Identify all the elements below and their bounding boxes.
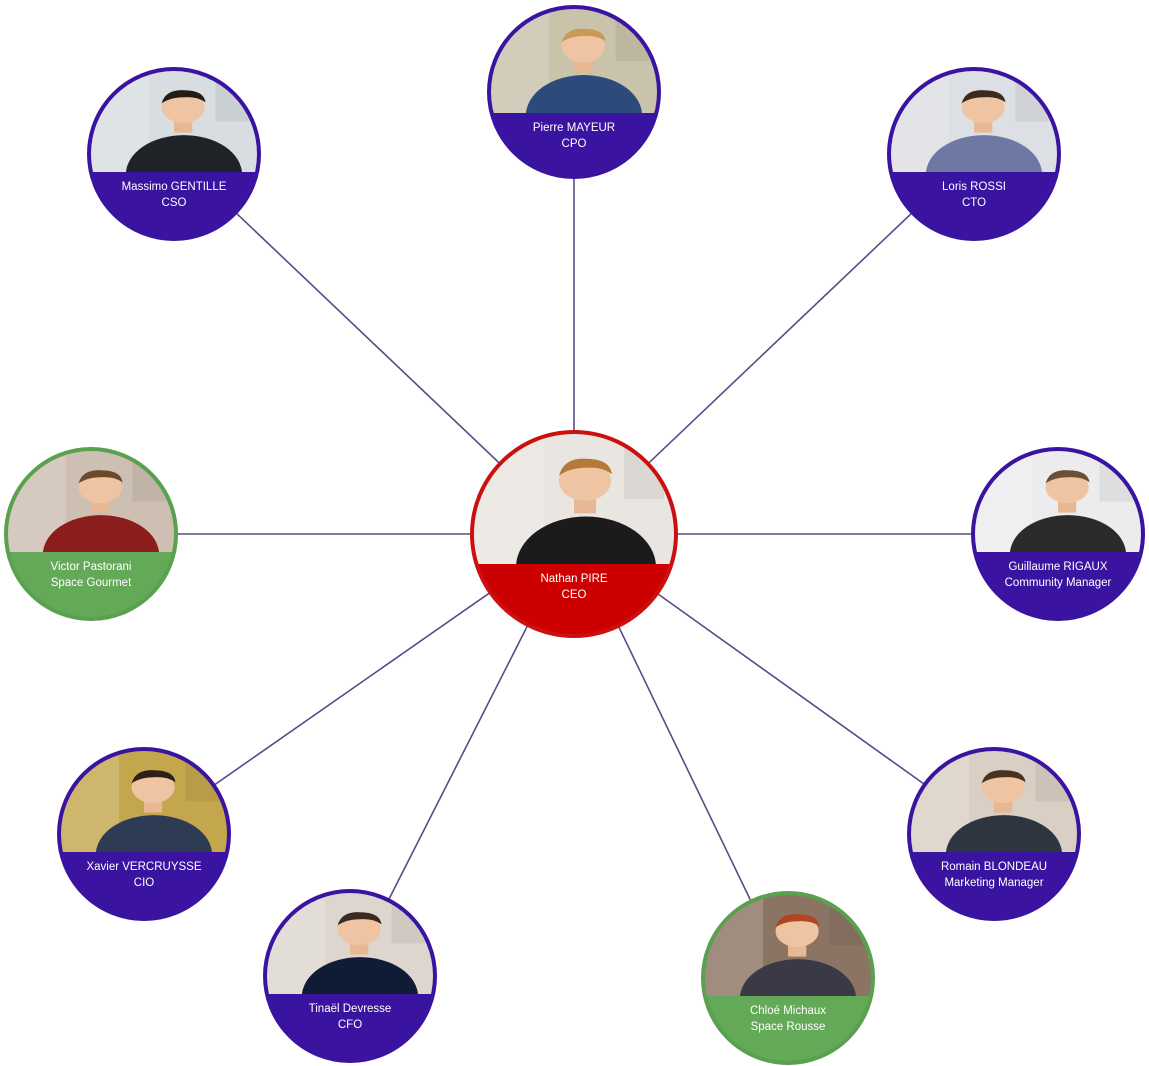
person-photo-icon xyxy=(267,893,433,994)
person-node-massimo-gentille[interactable]: Massimo GENTILLE CSO xyxy=(87,67,261,241)
person-role: CSO xyxy=(161,197,187,209)
person-caption: Nathan PIRE CEO xyxy=(474,564,674,634)
person-role: CEO xyxy=(561,589,587,601)
person-name: Xavier VERCRUYSSE xyxy=(86,861,202,873)
person-name: Nathan PIRE xyxy=(540,573,608,585)
person-caption: Massimo GENTILLE CSO xyxy=(91,172,257,237)
person-role: Community Manager xyxy=(1004,577,1112,589)
person-node-guillaume-rigaux[interactable]: Guillaume RIGAUX Community Manager xyxy=(971,447,1145,621)
person-name: Pierre MAYEUR xyxy=(532,122,616,134)
person-caption: Loris ROSSI CTO xyxy=(891,172,1057,237)
person-role: CFO xyxy=(337,1019,363,1031)
person-photo-icon xyxy=(91,71,257,172)
person-photo-icon xyxy=(61,751,227,852)
person-node-loris-rossi[interactable]: Loris ROSSI CTO xyxy=(887,67,1061,241)
person-photo-icon xyxy=(891,71,1057,172)
person-name: Loris ROSSI xyxy=(942,181,1006,193)
person-caption: Romain BLONDEAU Marketing Manager xyxy=(911,852,1077,917)
person-role: Space Rousse xyxy=(750,1021,826,1033)
person-photo-icon xyxy=(474,434,674,564)
person-node-pierre-mayeur[interactable]: Pierre MAYEUR CPO xyxy=(487,5,661,179)
person-name: Victor Pastorani xyxy=(50,561,132,573)
person-name: Chloé Michaux xyxy=(749,1005,827,1017)
person-caption: Pierre MAYEUR CPO xyxy=(491,113,657,175)
person-name: Massimo GENTILLE xyxy=(121,181,227,193)
person-role: CPO xyxy=(561,138,587,150)
person-role: Marketing Manager xyxy=(944,877,1044,889)
person-name: Guillaume RIGAUX xyxy=(1008,561,1108,573)
person-caption: Xavier VERCRUYSSE CIO xyxy=(61,852,227,917)
person-photo-icon xyxy=(705,895,871,996)
person-name: Tinaël Devresse xyxy=(308,1003,392,1015)
person-caption: Guillaume RIGAUX Community Manager xyxy=(975,552,1141,617)
person-role: CTO xyxy=(961,197,987,209)
person-node-center[interactable]: Nathan PIRE CEO xyxy=(470,430,678,638)
person-node-romain-blondeau[interactable]: Romain BLONDEAU Marketing Manager xyxy=(907,747,1081,921)
person-node-xavier-vercruysse[interactable]: Xavier VERCRUYSSE CIO xyxy=(57,747,231,921)
person-name: Romain BLONDEAU xyxy=(940,861,1048,873)
person-photo-icon xyxy=(491,9,657,113)
person-role: Space Gourmet xyxy=(50,577,132,589)
person-photo-icon xyxy=(975,451,1141,552)
person-role: CIO xyxy=(133,877,155,889)
person-photo-icon xyxy=(911,751,1077,852)
person-photo-icon xyxy=(8,451,174,552)
